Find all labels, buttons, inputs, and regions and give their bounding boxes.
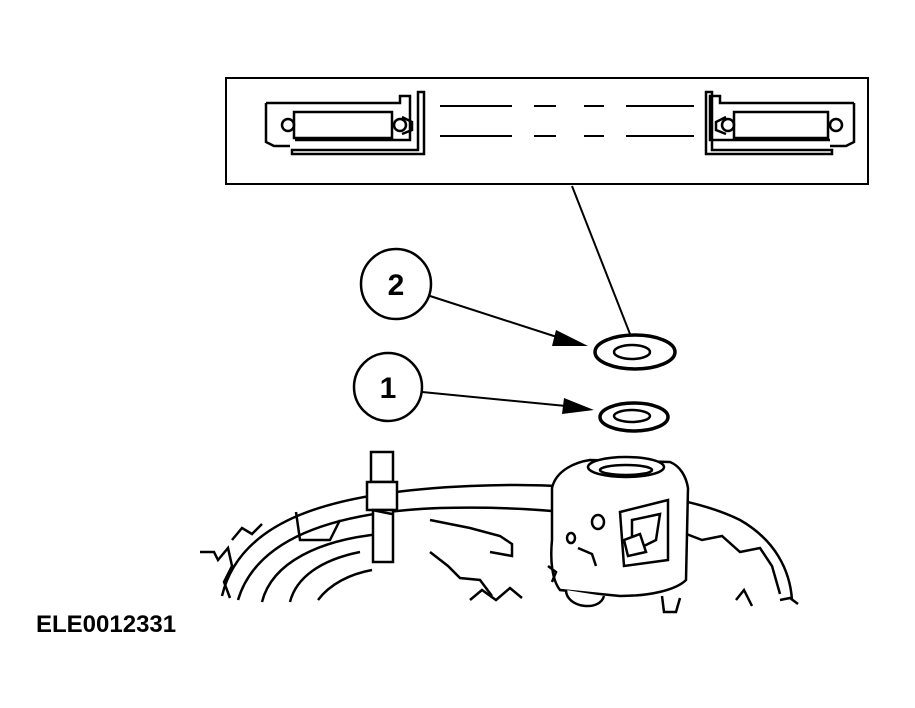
inset-leader-line [571,185,631,335]
callout-1: 1 [352,351,594,423]
inset-centerlines [440,105,694,137]
callout-1-leader [421,391,567,407]
reference-code: ELE0012331 [36,611,176,638]
bearing-cross-section-inset [225,77,869,185]
shaft [365,450,399,564]
callout-1-arrowhead [562,398,594,414]
callout-2-circle [359,247,433,321]
callout-1-label: 1 [380,372,397,405]
carrier-body [547,455,690,614]
callout-2-label: 2 [388,269,405,302]
inset-right-section [704,90,856,156]
callout-2-arrowhead [552,330,588,346]
bearing-2 [593,333,677,371]
callout-2: 2 [359,247,588,346]
callout-1-circle [352,351,424,423]
inset-left-section [264,90,426,156]
bearing-1 [598,401,670,433]
transmission-housing [200,483,799,607]
callout-2-leader [429,295,561,339]
